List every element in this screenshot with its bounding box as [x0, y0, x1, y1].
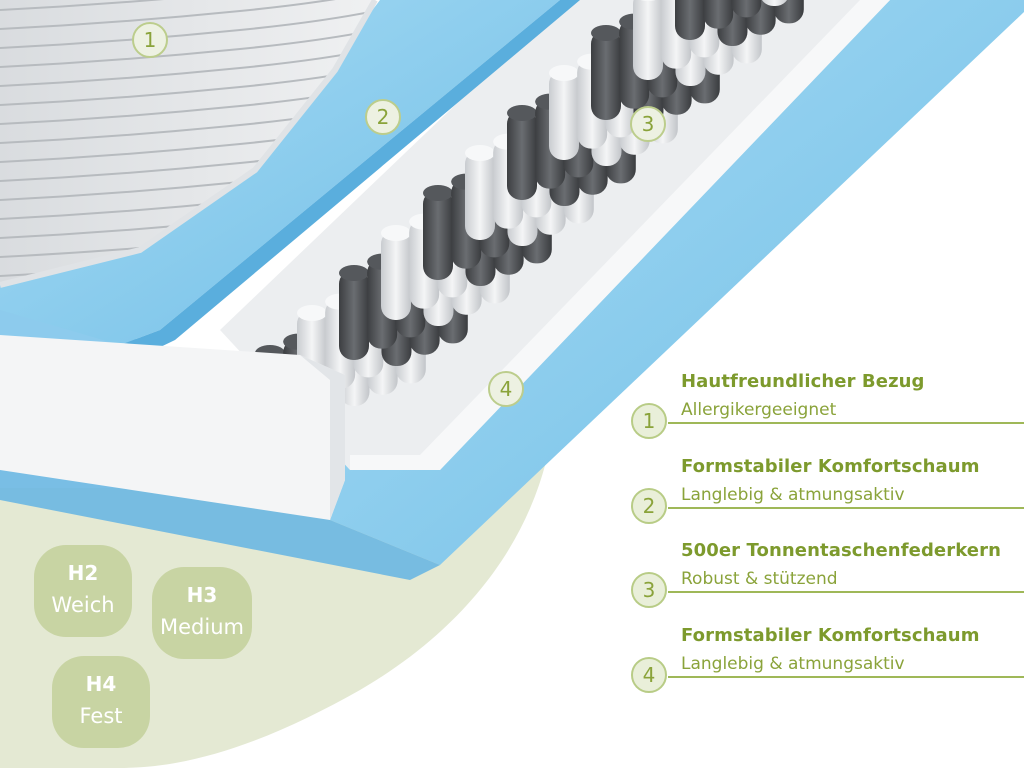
badge-4: 4 — [488, 371, 524, 407]
spring-coil — [465, 145, 495, 240]
legend-number-badge: 3 — [631, 572, 667, 608]
spring-coil — [339, 265, 369, 360]
spring-coil — [381, 225, 411, 320]
svg-text:3: 3 — [642, 112, 655, 136]
legend-title: Formstabiler Komfortschaum — [681, 456, 980, 477]
hardness-label: Fest — [79, 704, 123, 728]
legend-item-1: Hautfreundlicher Bezug Allergikergeeigne… — [0, 371, 1024, 461]
badge-3: 3 — [630, 106, 666, 142]
svg-text:4: 4 — [500, 377, 513, 401]
legend-divider — [668, 676, 1024, 678]
spring-coil — [591, 25, 621, 120]
legend-divider — [668, 591, 1024, 593]
badge-1: 1 — [132, 22, 168, 58]
hardness-code: H2 — [67, 561, 99, 585]
legend-number-badge: 4 — [631, 657, 667, 693]
legend-item-4: Formstabiler Komfortschaum Langlebig & a… — [0, 625, 1024, 715]
hardness-code: H3 — [186, 583, 218, 607]
cover-quilt-line — [0, 0, 375, 11]
hardness-badge-h2: H2 Weich — [34, 545, 132, 637]
spring-coil — [703, 0, 734, 29]
hardness-label: Medium — [160, 615, 244, 639]
hardness-code: H4 — [85, 672, 117, 696]
legend-item-2: Formstabiler Komfortschaum Langlebig & a… — [0, 456, 1024, 546]
legend-subtitle: Robust & stützend — [681, 569, 838, 589]
legend-title: 500er Tonnentaschenfederkern — [681, 540, 1001, 561]
spring-coil — [423, 185, 453, 280]
legend-title: Hautfreundlicher Bezug — [681, 371, 925, 392]
spring-coil — [675, 0, 705, 40]
legend-number-badge: 2 — [631, 488, 667, 524]
legend-title: Formstabiler Komfortschaum — [681, 625, 980, 646]
upper-foam-layer — [0, 0, 560, 345]
svg-text:2: 2 — [377, 105, 390, 129]
spring-coil — [633, 0, 663, 80]
lower-foam-top — [330, 0, 1024, 565]
svg-text:1: 1 — [144, 28, 157, 52]
hardness-badge-h4: H4 Fest — [52, 656, 150, 748]
legend-subtitle: Langlebig & atmungsaktiv — [681, 485, 905, 505]
hardness-badge-h3: H3 Medium — [152, 567, 252, 659]
badge-2: 2 — [365, 99, 401, 135]
spring-coil — [507, 105, 537, 200]
legend-divider — [668, 422, 1024, 424]
legend-subtitle: Langlebig & atmungsaktiv — [681, 654, 905, 674]
legend-item-3: 500er Tonnentaschenfederkern Robust & st… — [0, 540, 1024, 630]
cover-quilt-line — [0, 0, 375, 30]
legend-divider — [668, 507, 1024, 509]
legend-subtitle: Allergikergeeignet — [681, 400, 837, 420]
spring-coil — [549, 65, 579, 160]
hardness-label: Weich — [51, 593, 115, 617]
white-foam-block — [0, 335, 345, 520]
legend-number-badge: 1 — [631, 403, 667, 439]
